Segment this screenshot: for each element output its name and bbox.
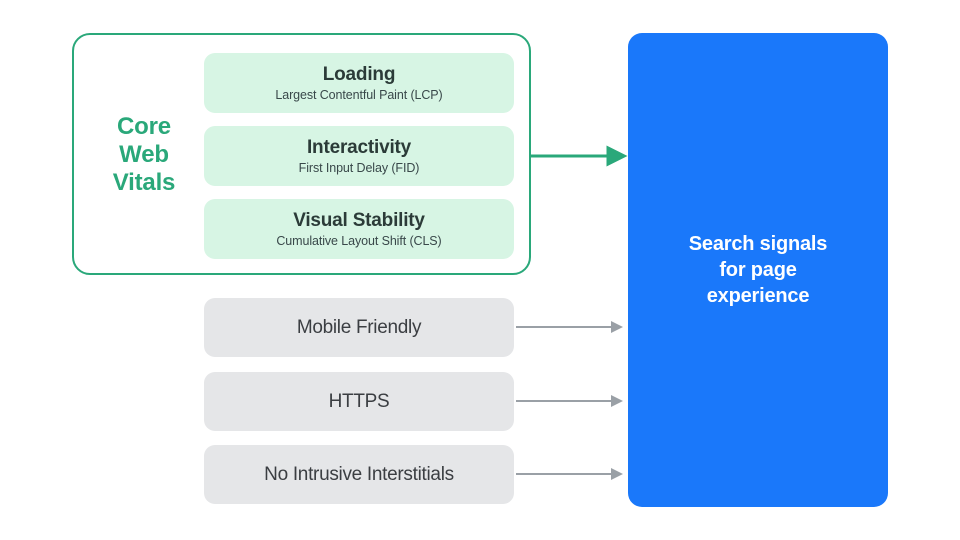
metric-subtitle: Largest Contentful Paint (LCP) xyxy=(275,87,443,102)
search-signals-title: Search signals for page experience xyxy=(688,233,828,307)
metric-card-visual-stability[interactable]: Visual Stability Cumulative Layout Shift… xyxy=(204,199,514,259)
signal-title: No Intrusive Interstitials xyxy=(264,464,454,485)
signal-title: HTTPS xyxy=(328,391,390,412)
metric-subtitle: First Input Delay (FID) xyxy=(298,160,420,175)
signal-title: Mobile Friendly xyxy=(296,317,422,338)
signal-card-no-intrusive-interstitials[interactable]: No Intrusive Interstitials xyxy=(204,445,514,504)
core-web-vitals-group xyxy=(72,33,531,275)
metric-subtitle: Cumulative Layout Shift (CLS) xyxy=(276,233,442,248)
metric-title: Visual Stability xyxy=(293,209,425,231)
search-signals-panel: Search signals for page experience xyxy=(628,33,888,507)
metric-card-interactivity[interactable]: Interactivity First Input Delay (FID) xyxy=(204,126,514,186)
metric-title: Interactivity xyxy=(306,136,412,158)
core-web-vitals-label: Core Web Vitals xyxy=(112,113,176,196)
metric-title: Loading xyxy=(322,63,396,85)
signal-card-mobile-friendly[interactable]: Mobile Friendly xyxy=(204,298,514,357)
signal-card-https[interactable]: HTTPS xyxy=(204,372,514,431)
metric-card-loading[interactable]: Loading Largest Contentful Paint (LCP) xyxy=(204,53,514,113)
